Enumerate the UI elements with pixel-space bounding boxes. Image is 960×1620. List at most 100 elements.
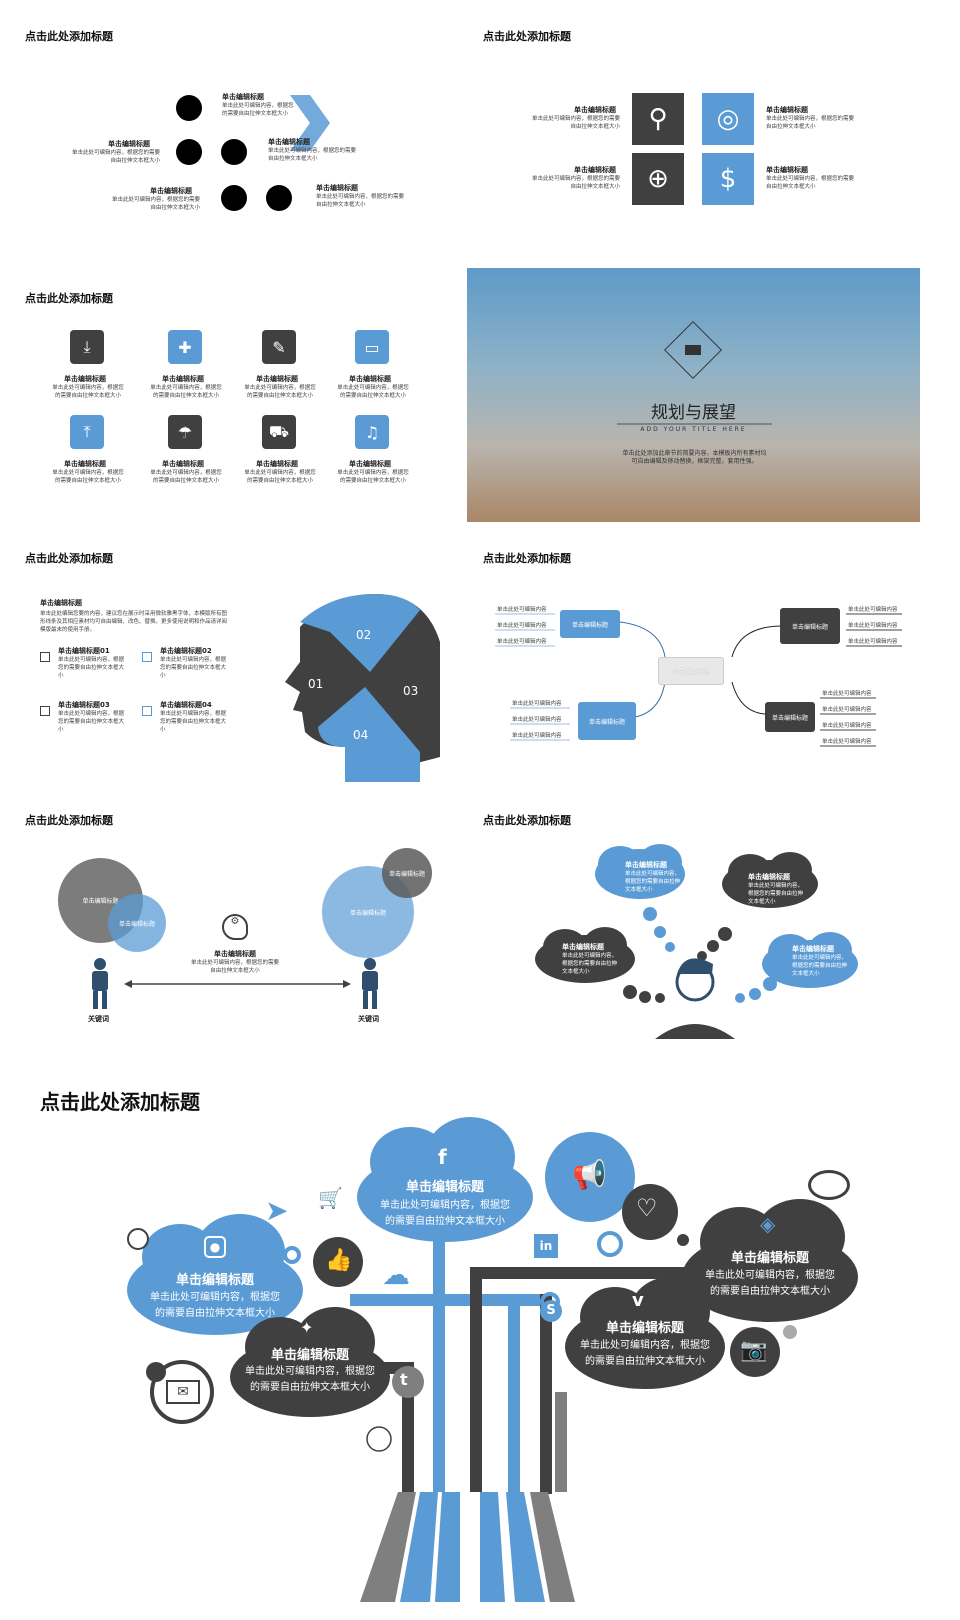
item-body: 单击此处可编辑内容，根据您的需要自由拉伸文本框大小: [71, 150, 160, 164]
cloud-title: 单击编辑标题: [562, 943, 604, 951]
vimeo-icon: v: [632, 1290, 644, 1311]
mini-icon: [142, 652, 152, 662]
slide-3: 点击此处添加标题 ⤓单击编辑标题单击此处可编辑内容，根据您的需要自由拉伸文本框大…: [0, 262, 470, 522]
section-subheading: ADD YOUR TITLE HERE: [640, 426, 747, 433]
item-title: 单击编辑标题: [64, 460, 106, 468]
intro-body: 单击此处编辑您要的内容，建议您在展示时采用微软雅黑字体，本模版所有图形线条及其相…: [40, 611, 228, 633]
leaf-label: 单击此处可编辑内容: [822, 707, 872, 713]
diamond-frame: [617, 321, 772, 425]
branch-node: 单击编辑标题: [578, 702, 636, 740]
slide-5: 点击此处添加标题 单击编辑标题 单击此处编辑您要的内容，建议您在展示时采用微软雅…: [0, 522, 470, 784]
leaf-label: 单击此处可编辑内容: [848, 623, 898, 629]
cloud-title: 单击编辑标题: [625, 861, 667, 869]
cloud-title: 单击编辑标题: [270, 1348, 349, 1363]
leaf-label: 单击此处可编辑内容: [512, 733, 562, 739]
mini-icon: [40, 706, 50, 716]
cloud-title: 单击编辑标题: [175, 1273, 254, 1288]
branch-node: 单击编辑标题: [560, 610, 620, 638]
slide-title: 点击此处添加标题: [483, 30, 571, 43]
item-body: 单击此处可编辑内容，根据您的需要自由拉伸文本框大小: [337, 385, 409, 399]
leaf-label: 单击此处可编辑内容: [848, 639, 898, 645]
cloud-title: 单击编辑标题: [605, 1321, 684, 1336]
mail-icon: ✉: [166, 1380, 200, 1404]
item-title: 单击编辑标题01: [58, 647, 110, 655]
chat-bubble-icon: ▭: [355, 330, 389, 364]
item-body: 单击此处可编辑内容，根据您的需要自由拉伸文本框大小: [52, 470, 124, 484]
item-title: 单击编辑标题03: [58, 701, 110, 709]
slide-title: 点击此处添加标题: [483, 552, 571, 565]
double-arrow: [92, 958, 378, 1009]
item-body: 单击此处可编辑内容，根据您的需要自由拉伸文本框大小: [316, 194, 405, 208]
item-title: 单击编辑标题: [574, 106, 616, 114]
twitter-icon: ✦: [300, 1318, 314, 1337]
globe-search-icon: ⊕: [632, 153, 684, 205]
slide-9: 点击此处添加标题: [0, 1062, 960, 1620]
cloud-body: 单击此处可编辑内容，根据您的需要自由拉伸文本框大小: [580, 1340, 710, 1367]
shopping-cart-icon: 🛒: [318, 1186, 343, 1210]
item-body: 单击此处可编辑内容，根据您的需要自由拉伸文本框大小: [766, 116, 855, 130]
tag-icon: ◈: [760, 1212, 776, 1236]
linkedin-icon: in: [534, 1234, 558, 1258]
gear-head-icon: ⚙: [222, 914, 248, 940]
leaf-label: 单击此处可编辑内容: [512, 717, 562, 723]
leaf-label: 单击此处可编辑内容: [848, 607, 898, 613]
puzzle-label: 03: [403, 684, 419, 698]
cloud-title: 单击编辑标题: [730, 1251, 809, 1266]
branch-node: 单击编辑标题: [780, 608, 840, 644]
leaf-label: 单击此处可编辑内容: [822, 739, 872, 745]
cloud-title: 单击编辑标题: [748, 873, 790, 881]
slide-title: 点击此处添加标题: [25, 814, 113, 827]
cloud-body: 单击此处可编辑内容，根据您的需要自由拉伸文本框大小: [150, 1292, 280, 1319]
item-body: 单击此处可编辑内容，根据您的需要自由拉伸文本框大小: [160, 711, 227, 733]
slide-7: 点击此处添加标题 单击编辑标题 单击编辑标题 单击编辑标题 单击编辑标题 ⚙ 单…: [0, 784, 470, 1046]
item-title: 单击编辑标题04: [160, 701, 212, 709]
item-body: 单击此处可编辑内容，根据您的需要自由拉伸文本框大小: [52, 385, 124, 399]
cloud-body: 单击此处可编辑内容，根据您的需要自由拉伸文本框大小: [625, 871, 681, 893]
item-body: 单击此处可编辑内容，根据您的需要自由拉伸文本框大小: [222, 103, 294, 117]
item-title: 单击编辑标题: [574, 166, 616, 174]
item-title: 单击编辑标题: [150, 187, 192, 195]
leaf-label: 单击此处可编辑内容: [822, 723, 872, 729]
cloud-download-icon: ⤓: [70, 330, 104, 364]
instagram-icon: ●: [204, 1236, 226, 1258]
slide-1: 点击此处添加标题 单击编辑标题 单击此处可编辑内容，根据您的需要自由拉伸文本框大…: [0, 0, 470, 255]
item-body: 单击此处可编辑内容，根据您的需要自由拉伸文本框大小: [531, 116, 620, 130]
item-body: 单击此处可编辑内容，根据您的需要自由拉伸文本框大小: [268, 148, 357, 162]
cloud-upload-icon: ⤒: [70, 415, 104, 449]
keyword-label: 关键词: [88, 1015, 109, 1023]
heart-icon: ♡: [636, 1194, 658, 1222]
keyword-label: 关键词: [358, 1015, 379, 1023]
center-body: 单击此处可编辑内容，根据您的需要自由拉伸文本框大小: [190, 960, 279, 974]
circle-blue: 单击编辑标题: [108, 894, 166, 952]
cloud-title: 单击编辑标题: [792, 945, 834, 953]
person-icon: [92, 958, 378, 1009]
puzzle-label: 01: [308, 677, 324, 691]
target-icon: ◎: [702, 93, 754, 145]
car-icon: ⛟: [262, 415, 296, 449]
slide-title: 点击此处添加标题: [25, 292, 113, 305]
mindmap-lines: [495, 613, 902, 747]
item-body: 单击此处可编辑内容，根据您的需要自由拉伸文本框大小: [160, 657, 227, 679]
item-title: 单击编辑标题: [64, 375, 106, 383]
money-bag-icon: $: [702, 153, 754, 205]
cloud-title: 单击编辑标题: [405, 1180, 484, 1195]
cloud-body: 单击此处可编辑内容，根据您的需要自由拉伸文本框大小: [792, 955, 848, 977]
slide-title: 点击此处添加标题: [483, 814, 571, 827]
item-title: 单击编辑标题: [349, 460, 391, 468]
leaf-label: 单击此处可编辑内容: [497, 607, 547, 613]
leaf-label: 单击此处可编辑内容: [497, 623, 547, 629]
speech-bubble-icon: [808, 1170, 850, 1200]
item-body: 单击此处可编辑内容，根据您的需要自由拉伸文本框大小: [244, 385, 316, 399]
slide-title: 点击此处添加标题: [25, 30, 113, 43]
slide-title: 点击此处添加标题: [25, 552, 113, 565]
item-body: 单击此处可编辑内容，根据您的需要自由拉伸文本框大小: [111, 197, 200, 211]
man-avatar: [675, 958, 715, 1002]
cloud-body: 单击此处可编辑内容，根据您的需要自由拉伸文本框大小: [748, 883, 804, 905]
cloud-body: 单击此处可编辑内容，根据您的需要自由拉伸文本框大小: [245, 1366, 375, 1393]
dot: [221, 185, 247, 211]
item-body: 单击此处可编辑内容，根据您的需要自由拉伸文本框大小: [766, 176, 855, 190]
item-title: 单击编辑标题: [162, 460, 204, 468]
item-title: 单击编辑标题: [222, 93, 264, 101]
social-tree: [127, 1117, 858, 1602]
paper-plane-icon: ➤: [265, 1194, 289, 1227]
